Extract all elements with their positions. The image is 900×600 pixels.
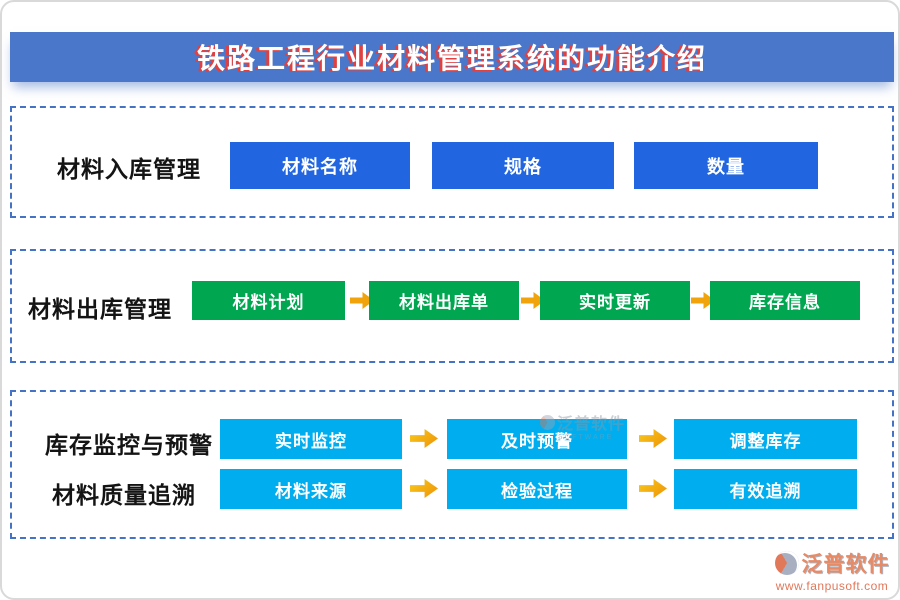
arrow-right-icon <box>410 429 438 448</box>
section-inbound-label: 材料入库管理 <box>57 156 201 182</box>
section-material-outbound: 材料出库管理 材料计划 材料出库单 实时更新 库存信息 <box>10 249 894 363</box>
section-outbound-label: 材料出库管理 <box>28 296 172 322</box>
node-material-source: 材料来源 <box>220 469 402 509</box>
title-bar: 铁路工程行业材料管理系统的功能介绍 <box>10 32 894 82</box>
page-title: 铁路工程行业材料管理系统的功能介绍 <box>196 43 707 74</box>
section-monitor-label: 库存监控与预警 <box>45 432 213 458</box>
node-effective-trace: 有效追溯 <box>674 469 857 509</box>
node-timely-warning: 及时预警 <box>447 419 627 459</box>
node-outbound-order: 材料出库单 <box>369 281 519 320</box>
node-specification: 规格 <box>432 142 614 189</box>
fanpu-logo-icon <box>774 551 799 575</box>
node-realtime-update: 实时更新 <box>540 281 690 320</box>
arrow-right-icon <box>639 429 667 448</box>
section-material-inbound: 材料入库管理 材料名称 规格 数量 <box>10 106 894 218</box>
arrow-right-icon <box>410 479 438 498</box>
arrow-right-icon <box>639 479 667 498</box>
node-adjust-inventory: 调整库存 <box>674 419 857 459</box>
node-quantity: 数量 <box>634 142 818 189</box>
section-monitor-and-trace: 库存监控与预警 实时监控 及时预警 调整库存 材料质量追溯 材料来源 检验过程 … <box>10 390 894 539</box>
footer-brand: 泛普软件 www.fanpusoft.com <box>766 548 898 593</box>
brand-name: 泛普软件 <box>801 553 890 576</box>
node-realtime-monitor: 实时监控 <box>220 419 402 459</box>
brand-url: www.fanpusoft.com <box>775 579 889 593</box>
node-material-name: 材料名称 <box>230 142 410 189</box>
section-trace-label: 材料质量追溯 <box>52 482 196 508</box>
node-material-plan: 材料计划 <box>192 281 345 320</box>
node-inspection-process: 检验过程 <box>447 469 627 509</box>
node-inventory-info: 库存信息 <box>710 281 860 320</box>
